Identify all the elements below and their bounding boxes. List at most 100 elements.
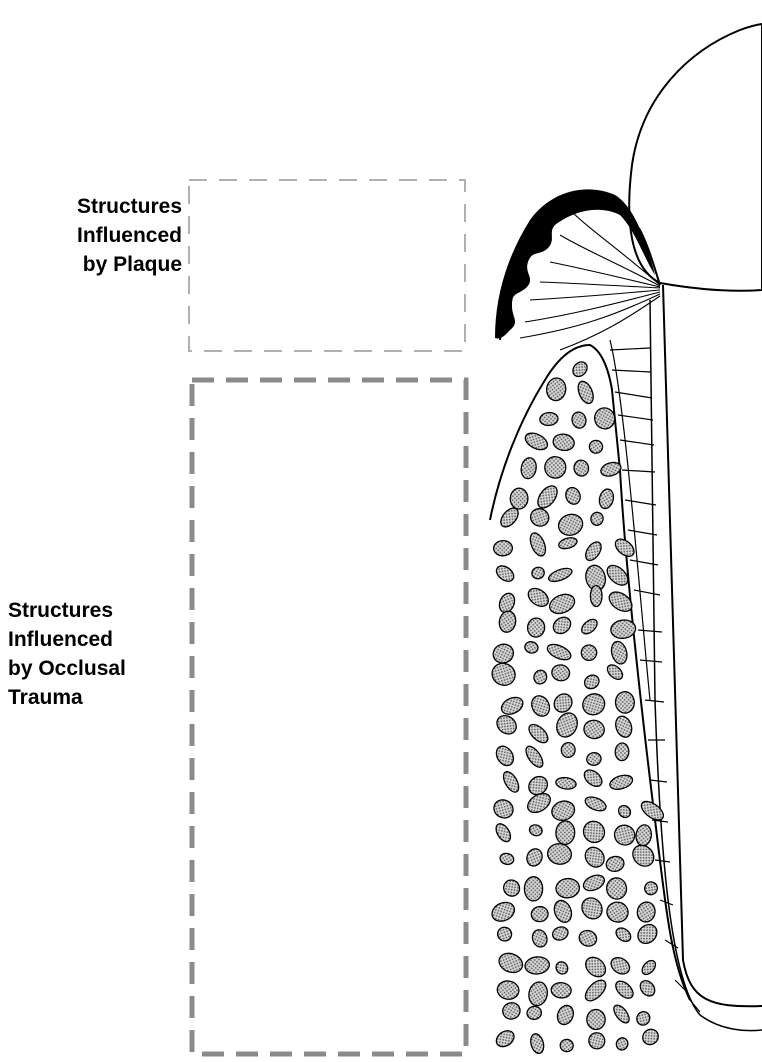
bone-particle [498, 610, 518, 634]
bone-particle [493, 540, 512, 556]
bone-particle [494, 563, 517, 585]
bone-particle [642, 879, 660, 897]
bone-particle [495, 925, 513, 943]
bone-particle [586, 1009, 605, 1030]
bone-particle [570, 411, 587, 430]
bone-particle [551, 982, 572, 999]
occlusal-trauma-zone-box [192, 380, 466, 1054]
bone-particle [524, 846, 545, 868]
bone-particle [590, 586, 602, 607]
bone-particle [524, 956, 550, 975]
bone-particle [588, 439, 603, 454]
bone-particle [579, 617, 600, 637]
bone-particle [557, 536, 578, 551]
bone-particle [553, 710, 581, 741]
bone-particle [546, 842, 572, 866]
bone-particle [581, 872, 607, 894]
bone-particle [608, 773, 634, 792]
bone-particle [496, 980, 520, 1001]
bone-particle [635, 824, 653, 847]
bone-particle [613, 714, 634, 739]
bone-particle [640, 958, 659, 977]
bone-particle [609, 640, 629, 666]
bone-particle [614, 925, 634, 944]
bone-particle [615, 1036, 630, 1051]
bone-particle [597, 488, 615, 511]
bone-particle [611, 821, 639, 848]
bone-particle [590, 511, 605, 527]
bone-particle [635, 900, 657, 923]
bone-particle [616, 803, 633, 820]
bone-particle [605, 855, 626, 873]
bone-particle [615, 691, 635, 714]
plaque-zone-box [189, 180, 465, 351]
bone-particle [500, 769, 521, 794]
bone-particle [525, 585, 552, 610]
bone-particle [581, 767, 605, 790]
bone-particle [550, 614, 574, 637]
bone-particle [634, 921, 661, 948]
bone-particle [583, 794, 608, 813]
bone-particle [534, 482, 561, 511]
bone-particle [572, 459, 590, 478]
bone-particle [520, 457, 538, 480]
bone-particle [629, 841, 658, 870]
bone-particle [586, 752, 602, 767]
bone-particle [637, 978, 657, 999]
bone-particle [493, 821, 513, 844]
bone-particle [582, 977, 610, 1005]
tooth-root [663, 285, 762, 1006]
bone-particle [577, 928, 598, 948]
bone-particle [570, 359, 590, 379]
bone-particle [499, 694, 526, 718]
bone-particle [501, 1001, 522, 1021]
bone-particle [489, 899, 518, 925]
bone-particle [554, 960, 570, 977]
bone-particle [528, 823, 543, 837]
bone-particle [539, 412, 558, 427]
bone-particle [551, 925, 570, 943]
bone-particle [579, 817, 609, 847]
bone-particle [551, 898, 574, 925]
bone-particle [549, 798, 576, 823]
bone-particle [499, 852, 515, 866]
bone-particle [582, 672, 602, 691]
bone-particle [582, 953, 610, 980]
bone-particle [523, 744, 546, 770]
bone-particle [611, 1003, 632, 1026]
bone-particle [561, 742, 576, 758]
bone-particle [500, 877, 522, 899]
bone-particle [528, 506, 552, 529]
bone-particle [551, 690, 576, 715]
bone-particle [491, 642, 516, 666]
cancellous-bone-particles [488, 359, 666, 1055]
bone-particle [496, 950, 525, 976]
bone-particle [578, 894, 606, 923]
bone-particle [545, 377, 567, 402]
bone-particle [606, 877, 628, 900]
bone-particle [608, 954, 633, 977]
bone-particle [581, 645, 597, 661]
bone-particle [527, 531, 548, 558]
bone-particle [526, 1005, 543, 1021]
bone-particle [615, 743, 630, 761]
bone-particle [583, 539, 605, 563]
bone-particle [510, 488, 529, 510]
bone-particle [530, 928, 549, 949]
bone-particle [547, 591, 578, 617]
bone-particle [552, 432, 576, 452]
bone-particle [526, 721, 551, 746]
bone-particle [493, 743, 517, 769]
bone-particle [581, 844, 608, 871]
bone-particle [529, 1032, 546, 1055]
bone-particle [523, 430, 551, 453]
bone-particle [613, 978, 637, 1001]
bone-particle [575, 379, 596, 406]
bone-particle [555, 821, 575, 845]
bone-particle [555, 878, 580, 899]
bone-particle [491, 796, 517, 821]
bone-particle [605, 900, 630, 924]
bone-particle [582, 719, 605, 741]
bone-particle [493, 712, 520, 738]
